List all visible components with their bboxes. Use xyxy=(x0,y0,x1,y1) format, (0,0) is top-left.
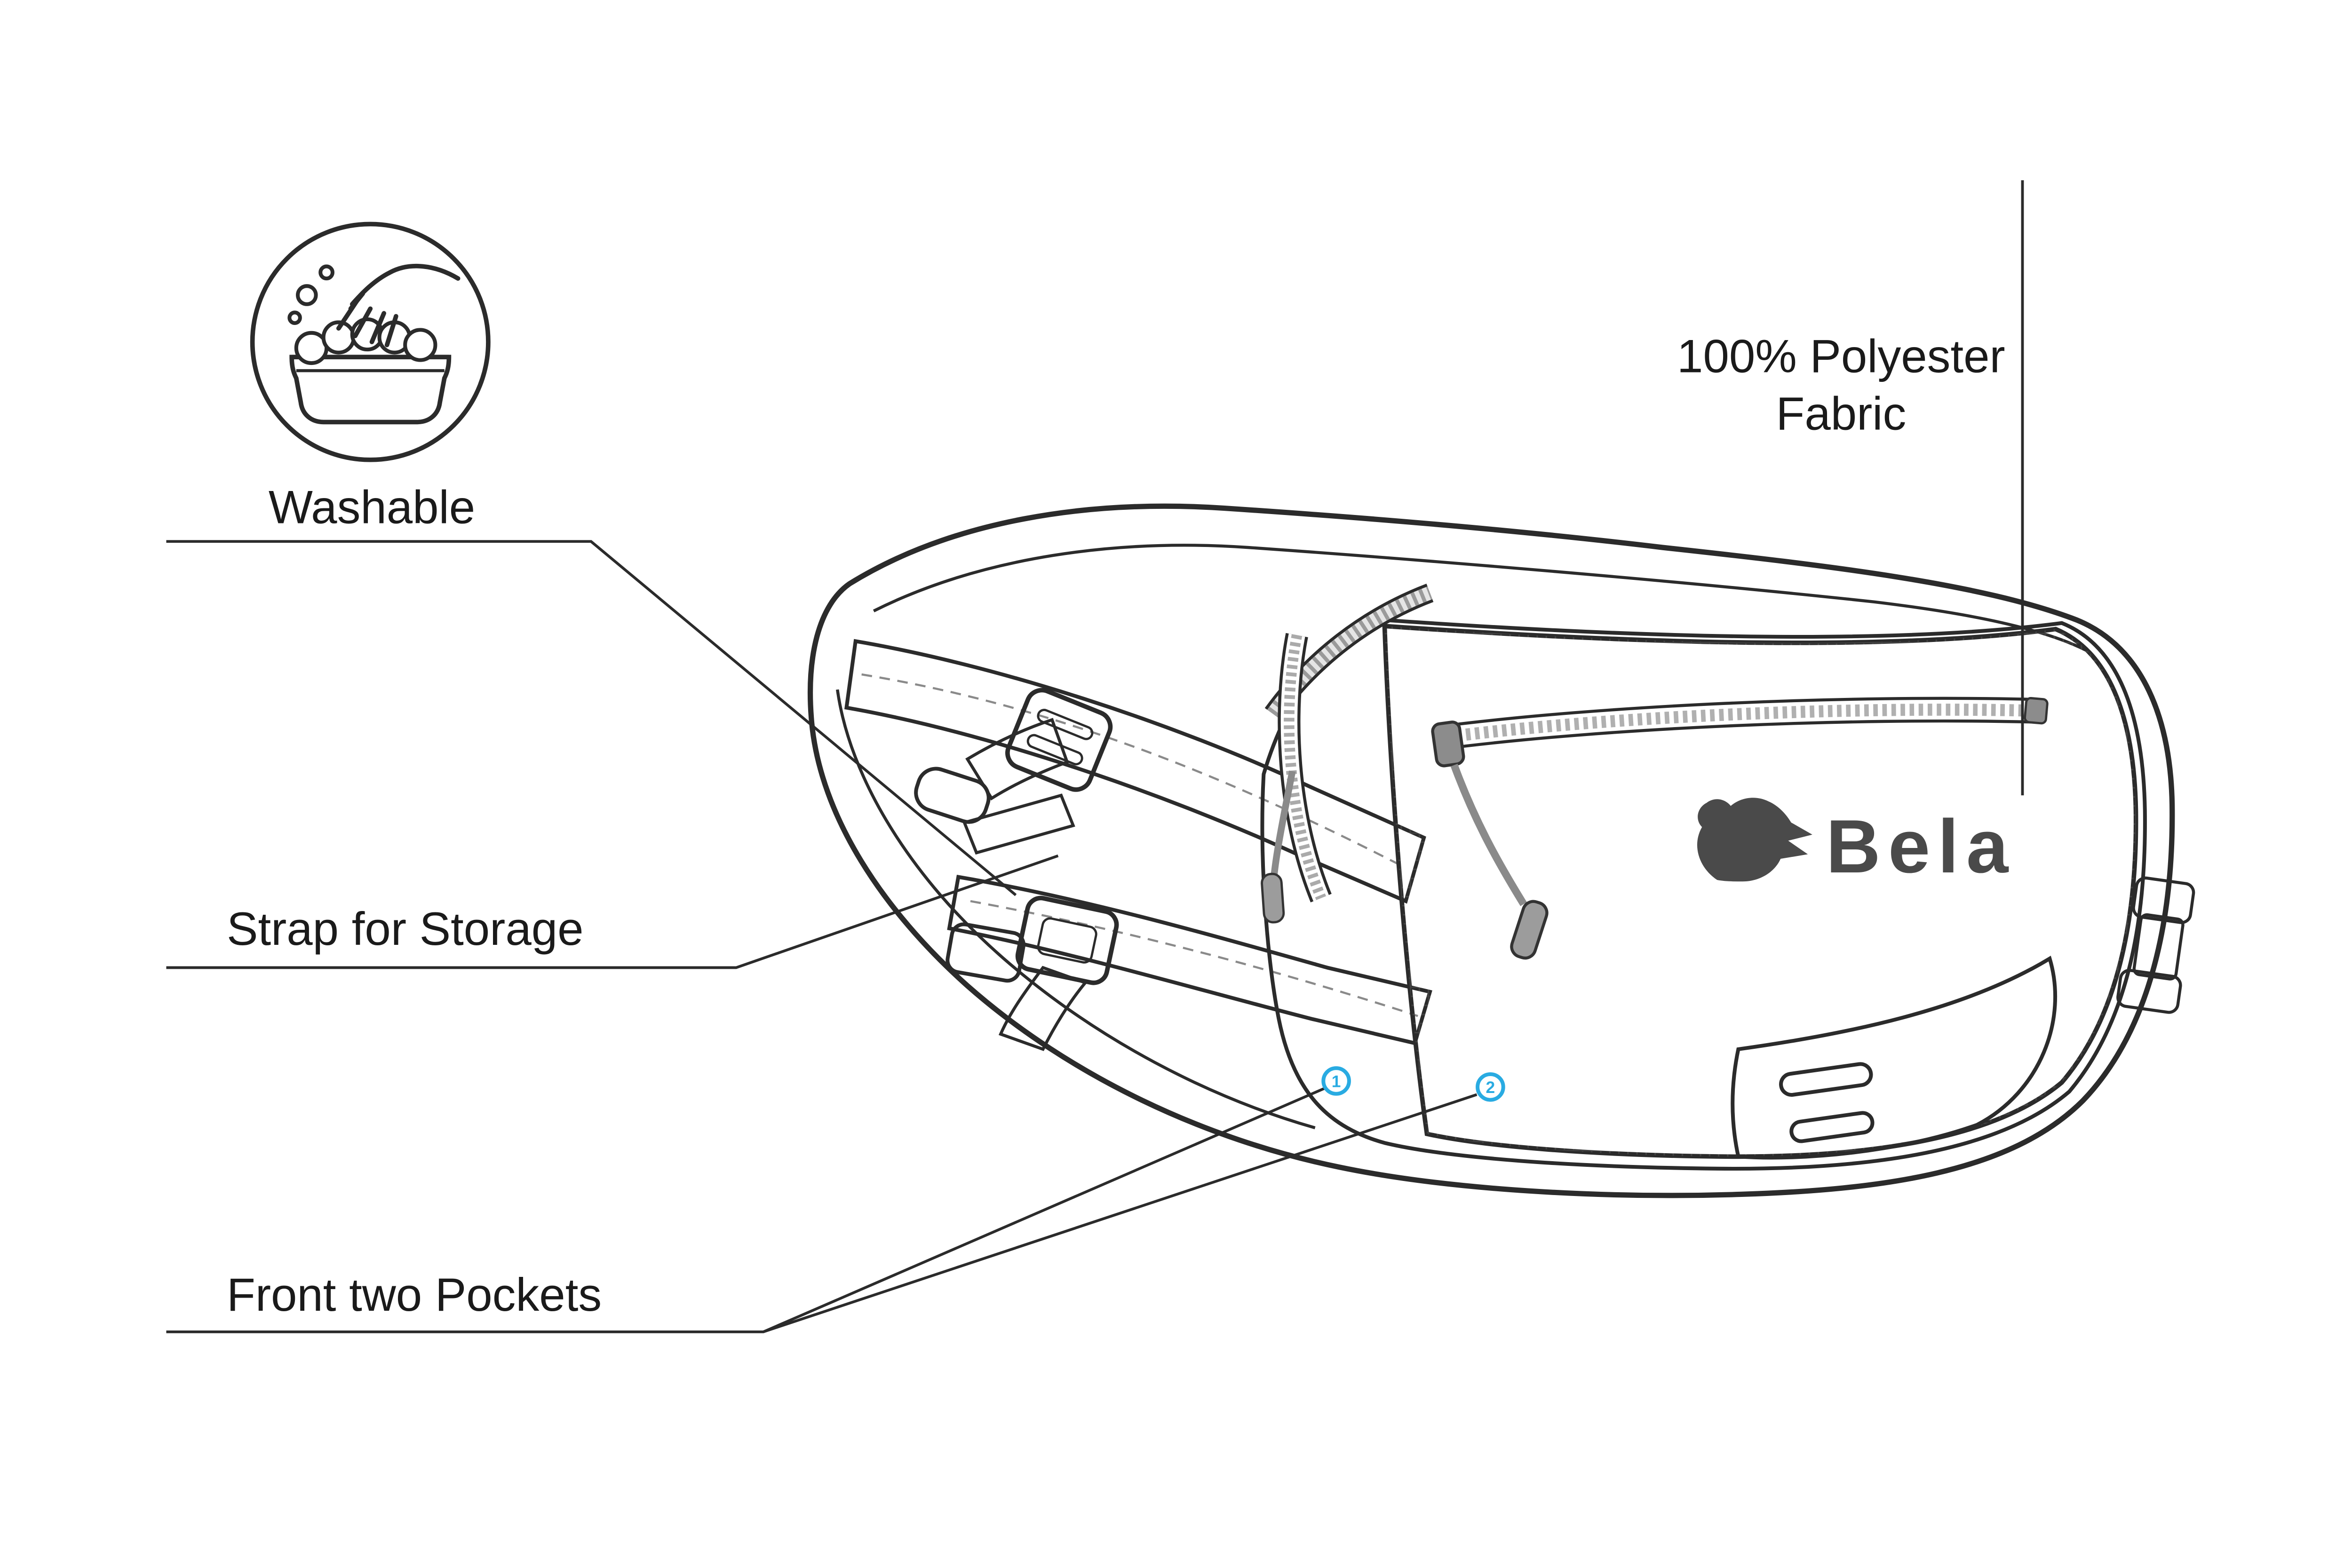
main-zipper-stop xyxy=(2024,697,2049,725)
bag-rim-binding-top xyxy=(873,544,2087,652)
main-zipper-pull xyxy=(1510,900,1549,960)
bag-outline-path xyxy=(807,503,2175,1198)
front-panel-texture xyxy=(1384,626,2136,1157)
pocket-marker-2-number: 2 xyxy=(1486,1078,1495,1097)
vent-slit-2 xyxy=(1789,1111,1875,1143)
strap-buckle-upper xyxy=(1005,688,1113,792)
bag-illustration: Bela xyxy=(807,503,2195,1198)
washable-icon xyxy=(250,222,491,462)
pocket-marker-1-circle xyxy=(1321,1066,1351,1096)
polyester-label-line2: Fabric xyxy=(1776,388,1907,440)
main-zipper xyxy=(1437,697,2035,751)
pocket-marker-2: 2 xyxy=(1476,1072,1505,1102)
strap-callout: Strap for Storage xyxy=(166,854,1059,969)
strap-upper xyxy=(844,639,1426,904)
main-zipper-cord xyxy=(1450,764,1527,906)
brand-wordmark: Bela xyxy=(1826,805,2016,889)
strap-lower-stitch xyxy=(970,900,1418,1017)
left-zipper-cord xyxy=(1271,770,1296,874)
strap-white-band xyxy=(962,793,1075,855)
strap-upper-tail xyxy=(965,718,1069,800)
vent-slit-1 xyxy=(1779,1062,1873,1097)
polyester-label-line1: 100% Polyester xyxy=(1677,330,2005,382)
strap-upper-stitch xyxy=(861,673,1406,869)
strap-lower-end-fold xyxy=(946,922,1025,983)
left-zipper-pull xyxy=(1261,872,1285,924)
washable-label: Washable xyxy=(269,482,475,534)
bag-rim-binding-left xyxy=(836,689,1316,1130)
left-zipper xyxy=(1278,633,1332,903)
main-zipper-slider xyxy=(1431,721,1465,768)
brand-logo: Bela xyxy=(1697,798,2016,889)
bottom-panel-light xyxy=(1731,956,2057,1160)
polyester-callout: 100% Polyester Fabric xyxy=(1677,180,2024,796)
strap-buckle-lower xyxy=(1015,895,1119,985)
pocket-marker-1-number: 1 xyxy=(1332,1072,1341,1091)
pocket-marker-2-circle xyxy=(1476,1072,1505,1102)
washable-icon-circle xyxy=(250,222,491,462)
pocket-marker-1: 1 xyxy=(1321,1066,1351,1096)
washable-leader-line xyxy=(166,540,1017,896)
wash-basin xyxy=(289,355,452,425)
storage-straps xyxy=(844,639,1432,1051)
strap-hanging-tail xyxy=(998,966,1088,1051)
strap-label: Strap for Storage xyxy=(227,903,584,955)
pouch-body-light xyxy=(1260,618,2147,1171)
strap-loop-end xyxy=(914,767,991,824)
pockets-callout: Front two Pockets 1 2 xyxy=(166,1066,1505,1333)
pockets-label: Front two Pockets xyxy=(227,1269,602,1321)
bela-bear-icon xyxy=(1697,798,1812,882)
wash-hand-icon xyxy=(336,263,461,348)
right-strap-tab xyxy=(2116,876,2195,1014)
wash-bubbles xyxy=(287,264,334,325)
washable-callout: Washable xyxy=(166,482,1017,896)
strap-leader-line xyxy=(166,854,1059,969)
pockets-leader-line-2 xyxy=(763,1093,1478,1333)
